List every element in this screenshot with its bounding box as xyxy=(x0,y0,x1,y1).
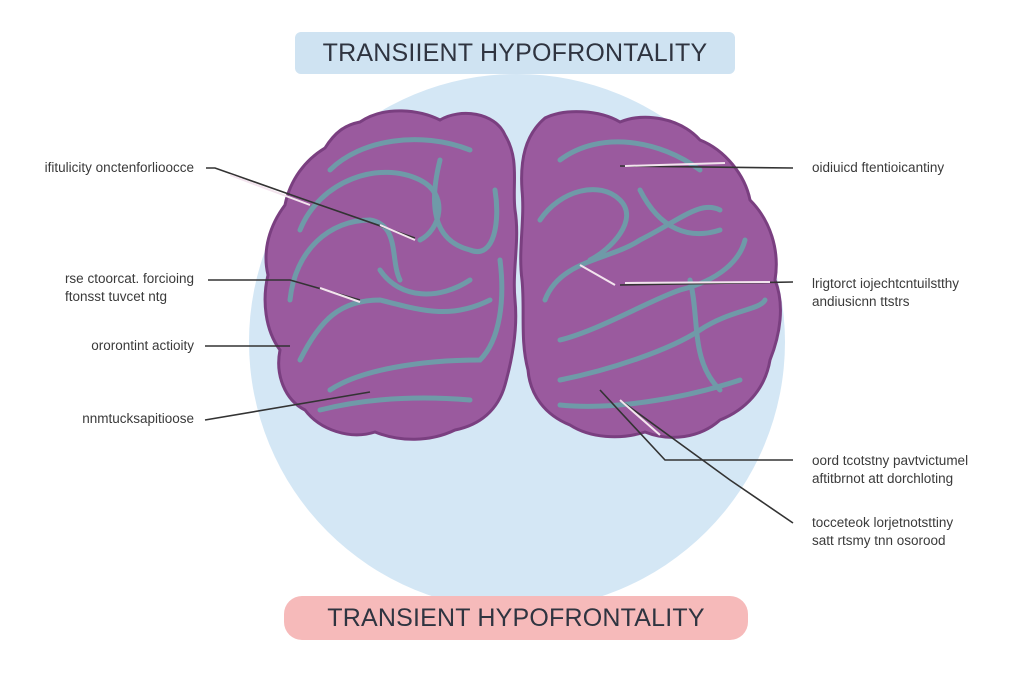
right-label-4: tocceteok lorjetnotsttiny satt rtsmy tnn … xyxy=(812,514,953,550)
right-hemisphere xyxy=(519,110,782,439)
left-label-4: nnmtucksapitioose xyxy=(82,410,194,428)
label-line: andiusicnn ttstrs xyxy=(812,294,910,309)
right-label-1: oidiuicd ftentioicantiny xyxy=(812,159,944,177)
left-label-3: ororontint actioity xyxy=(91,337,194,355)
right-label-2: lrigtorct iojechtcntuilstthy andiusicnn t… xyxy=(812,275,959,311)
right-label-3: oord tcotstny pavtvictumel aftitbrnot att… xyxy=(812,452,968,488)
label-line: ftonsst tuvcet ntg xyxy=(64,289,167,304)
label-line: lrigtorct iojechtcntuilstthy xyxy=(812,276,960,291)
label-line: ifitulicity onctenforlioocce xyxy=(44,160,194,175)
label-line: oord tcotstny pavtvictumel xyxy=(812,453,969,468)
label-line: satt rtsmy tnn osorood xyxy=(812,533,946,548)
left-label-1: ifitulicity onctenforlioocce xyxy=(45,159,194,177)
left-label-2: rse ctoorcat. forcioing ftonsst tuvcet nt… xyxy=(65,270,194,306)
label-line: rse ctoorcat. forcioing xyxy=(64,271,194,286)
label-line: ororontint actioity xyxy=(91,338,194,353)
title-top: TRANSIIENT HYPOFRONTALITY xyxy=(295,32,735,74)
label-line: oidiuicd ftentioicantiny xyxy=(812,160,945,175)
label-line: aftitbrnot att dorchloting xyxy=(812,471,954,486)
label-line: tocceteok lorjetnotsttiny xyxy=(812,515,954,530)
title-bottom: TRANSIENT HYPOFRONTALITY xyxy=(284,596,748,640)
label-line: nnmtucksapitioose xyxy=(82,411,194,426)
left-hemisphere xyxy=(263,109,519,441)
highlight-lines xyxy=(229,162,771,436)
sulci xyxy=(287,137,768,413)
